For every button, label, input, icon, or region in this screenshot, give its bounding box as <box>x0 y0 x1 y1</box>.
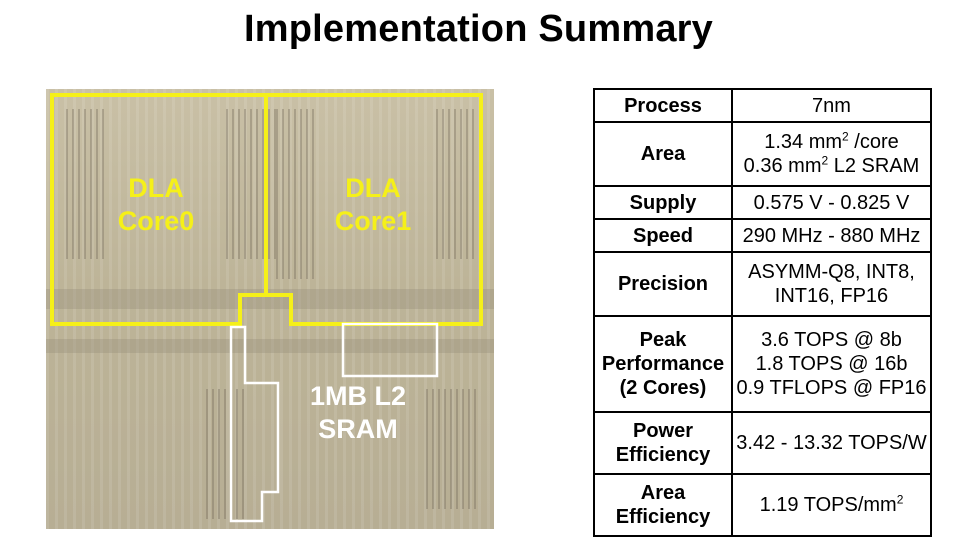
table-key: Precision <box>593 251 733 317</box>
cell-line: Performance <box>601 353 725 375</box>
cell-line: 3.6 TOPS @ 8b <box>761 329 902 351</box>
cell-line: 0.575 V - 0.825 V <box>753 191 910 214</box>
table-value: 7nm <box>731 88 932 123</box>
table-row: Speed 290 MHz - 880 MHz <box>593 218 932 253</box>
table-value: 290 MHz - 880 MHz <box>731 218 932 253</box>
cell-line: Peak <box>639 329 687 351</box>
cell-line: Efficiency <box>615 506 711 528</box>
cell-line: 1.34 mm2 /core <box>764 129 899 153</box>
page-title: Implementation Summary <box>244 8 713 50</box>
cell-line: Area <box>640 482 686 504</box>
cell-line: Speed <box>632 224 694 247</box>
cell-line: Process <box>624 94 702 117</box>
cell-line: 0.9 TFLOPS @ FP16 <box>736 377 927 399</box>
block-outlines <box>50 93 483 523</box>
table-row: Process 7nm <box>593 88 932 123</box>
dla-core-outline <box>50 93 483 326</box>
l2-sram-outline <box>229 325 280 523</box>
table-row: Precision ASYMM-Q8, INT8,INT16, FP16 <box>593 251 932 317</box>
table-key: Process <box>593 88 733 123</box>
cell-line: ASYMM-Q8, INT8, <box>748 261 915 283</box>
cell-line: 290 MHz - 880 MHz <box>742 224 921 247</box>
cell-line: (2 Cores) <box>619 377 707 399</box>
l2-sram-block-outline <box>341 322 439 378</box>
table-value: 0.575 V - 0.825 V <box>731 185 932 220</box>
table-key: Supply <box>593 185 733 220</box>
table-value: 3.42 - 13.32 TOPS/W <box>731 411 932 475</box>
cell-line: 7nm <box>812 94 851 117</box>
cell-line: Efficiency <box>615 444 711 466</box>
cell-line: 0.36 mm2 L2 SRAM <box>743 153 920 177</box>
cell-line: Power <box>632 420 694 442</box>
die-photo <box>46 89 494 529</box>
table-row: Supply 0.575 V - 0.825 V <box>593 185 932 220</box>
table-value: ASYMM-Q8, INT8,INT16, FP16 <box>731 251 932 317</box>
table-value: 1.19 TOPS/mm2 <box>731 473 932 537</box>
cell-line: 3.42 - 13.32 TOPS/W <box>736 432 927 454</box>
cell-line: Area <box>640 143 686 165</box>
table-key: Speed <box>593 218 733 253</box>
cell-line: 1.8 TOPS @ 16b <box>755 353 908 375</box>
cell-line: 1.19 TOPS/mm2 <box>759 492 904 516</box>
table-key: Area <box>593 121 733 187</box>
cell-line: Supply <box>629 191 697 214</box>
cell-line: INT16, FP16 <box>774 285 889 307</box>
cell-line: Precision <box>617 273 709 295</box>
